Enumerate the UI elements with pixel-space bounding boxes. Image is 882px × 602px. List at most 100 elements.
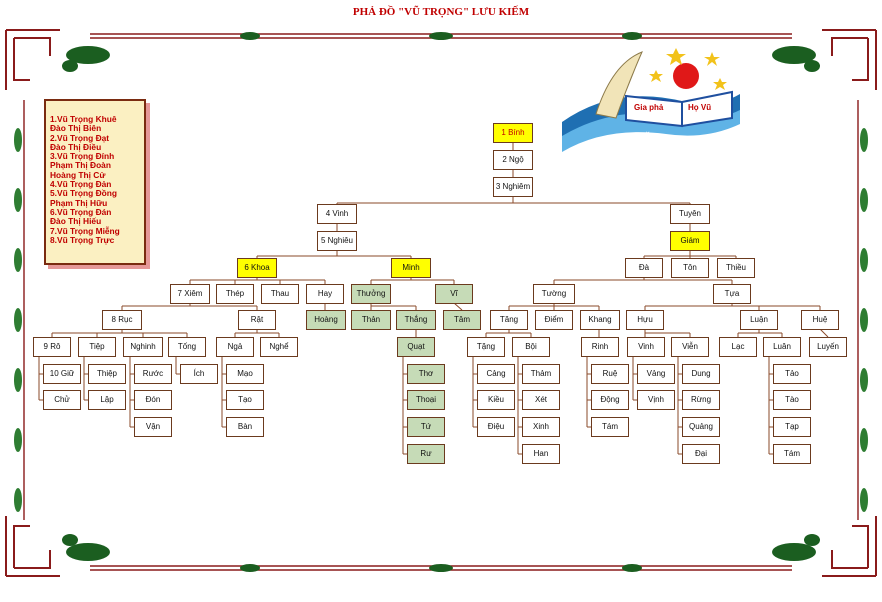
node-nghieu[interactable]: 5 Nghiêu	[317, 231, 357, 251]
node-dai[interactable]: Đại	[682, 444, 720, 464]
node-tap[interactable]: Tạp	[773, 417, 811, 437]
node-tang[interactable]: Tăng	[490, 310, 528, 330]
node-xinh[interactable]: Xinh	[522, 417, 560, 437]
node-tam-minh[interactable]: Tâm	[443, 310, 481, 330]
legend-line: Đào Thị Điều	[50, 141, 102, 152]
node-tang2[interactable]: Tặng	[467, 337, 505, 357]
node-tam-luan[interactable]: Tám	[773, 444, 811, 464]
node-quang[interactable]: Quảng	[682, 417, 720, 437]
node-dieu[interactable]: Điệu	[477, 417, 515, 437]
node-luan2[interactable]: Luân	[763, 337, 801, 357]
node-xiem[interactable]: 7 Xiêm	[170, 284, 210, 304]
node-thau[interactable]: Thau	[261, 284, 299, 304]
node-thuong[interactable]: Thưởng	[351, 284, 391, 304]
node-tao3[interactable]: Tào	[773, 390, 811, 410]
node-lac[interactable]: Lạc	[719, 337, 757, 357]
node-hoang[interactable]: Hoàng	[306, 310, 346, 330]
node-luyen[interactable]: Luyến	[809, 337, 847, 357]
legend-line: 8.Vũ Trọng Trực	[50, 234, 115, 245]
node-nghiem[interactable]: 3 Nghiêm	[493, 177, 533, 197]
node-tiep[interactable]: Tiệp	[78, 337, 116, 357]
legend-line: 2.Vũ Trọng Đạt	[50, 132, 110, 143]
node-ruc[interactable]: 8 Rục	[102, 310, 142, 330]
node-huu[interactable]: Hựu	[626, 310, 664, 330]
node-ich[interactable]: Ích	[180, 364, 218, 384]
node-nghinh[interactable]: Nghinh	[123, 337, 163, 357]
node-ton[interactable]: Tôn	[671, 258, 709, 278]
node-cang[interactable]: Cảng	[477, 364, 515, 384]
node-thiep[interactable]: Thiệp	[88, 364, 126, 384]
node-tu[interactable]: Tứ	[407, 417, 445, 437]
node-lap[interactable]: Lập	[88, 390, 126, 410]
node-tao2[interactable]: Tảo	[773, 364, 811, 384]
legend-line: Hoàng Thị Cử	[50, 169, 106, 180]
book-right-text: Họ Vũ	[688, 103, 711, 112]
page-title: PHẢ ĐỒ "VŨ TRỌNG" LƯU KIẾM	[352, 6, 530, 18]
node-vinh4[interactable]: 4 Vinh	[317, 204, 357, 224]
legend-line: 4.Vũ Trọng Đản	[50, 179, 112, 190]
node-nga[interactable]: Ngả	[216, 337, 254, 357]
node-vien[interactable]: Viễn	[671, 337, 709, 357]
node-rinh[interactable]: Rinh	[581, 337, 619, 357]
node-quat[interactable]: Quạt	[397, 337, 435, 357]
node-tham[interactable]: Thảm	[522, 364, 560, 384]
node-rue[interactable]: Ruệ	[591, 364, 629, 384]
node-don[interactable]: Đón	[134, 390, 172, 410]
node-diem[interactable]: Điểm	[535, 310, 573, 330]
node-ro[interactable]: 9 Rô	[33, 337, 71, 357]
legend-line: Đào Thị Biên	[50, 123, 102, 134]
node-luan[interactable]: Luận	[740, 310, 778, 330]
legend-line: Phạm Thị Đoàn	[50, 160, 111, 171]
legend-line: 5.Vũ Trọng Đồng	[50, 188, 117, 199]
node-thep[interactable]: Thép	[216, 284, 254, 304]
node-ru[interactable]: Rư	[407, 444, 445, 464]
node-tam-rinh[interactable]: Tám	[591, 417, 629, 437]
node-ban[interactable]: Bàn	[226, 417, 264, 437]
node-dong[interactable]: Động	[591, 390, 629, 410]
node-dung[interactable]: Dung	[682, 364, 720, 384]
legend-line: Đào Thị Hiếu	[50, 216, 102, 227]
legend-line: Phạm Thị Hữu	[50, 197, 108, 208]
node-binh[interactable]: 1 Bính	[493, 123, 533, 143]
ribbon-text: NĂM	[638, 132, 659, 142]
node-tua[interactable]: Tựa	[713, 284, 751, 304]
node-vang[interactable]: Vảng	[637, 364, 675, 384]
node-tao1[interactable]: Tạo	[226, 390, 264, 410]
node-hue[interactable]: Huệ	[801, 310, 839, 330]
node-vi[interactable]: Vĩ	[435, 284, 473, 304]
node-than[interactable]: Thản	[351, 310, 391, 330]
node-thieu[interactable]: Thiều	[717, 258, 755, 278]
node-da[interactable]: Đà	[625, 258, 663, 278]
node-giam[interactable]: Giám	[670, 231, 710, 251]
node-tuong[interactable]: Tường	[533, 284, 575, 304]
node-nghe[interactable]: Nghể	[260, 337, 298, 357]
node-khang[interactable]: Khang	[580, 310, 620, 330]
node-ruoc[interactable]: Rước	[134, 364, 172, 384]
node-rung[interactable]: Rừng	[682, 390, 720, 410]
legend-line: 6.Vũ Trọng Đán	[50, 206, 112, 217]
node-van[interactable]: Vận	[134, 417, 172, 437]
node-tong[interactable]: Tống	[168, 337, 206, 357]
legend-line: 7.Vũ Trọng Miễng	[50, 225, 120, 236]
node-han[interactable]: Han	[522, 444, 560, 464]
node-thang[interactable]: Thắng	[396, 310, 436, 330]
node-rat[interactable]: Rật	[238, 310, 276, 330]
family-book-logo: Gia phả Họ Vũ NĂM	[562, 48, 740, 152]
node-khoa[interactable]: 6 Khoa	[237, 258, 277, 278]
legend-box: 1.Vũ Trọng Khuê Đào Thị Biên 2.Vũ Trọng …	[44, 99, 146, 265]
node-thoai[interactable]: Thoại	[407, 390, 445, 410]
node-minh[interactable]: Minh	[391, 258, 431, 278]
node-xet[interactable]: Xét	[522, 390, 560, 410]
node-boi[interactable]: Bội	[512, 337, 550, 357]
node-mao[interactable]: Mạo	[226, 364, 264, 384]
node-vinh3[interactable]: Vịnh	[637, 390, 675, 410]
node-kieu[interactable]: Kiều	[477, 390, 515, 410]
node-ngo[interactable]: 2 Ngộ	[493, 150, 533, 170]
node-vinh2[interactable]: Vinh	[627, 337, 665, 357]
node-tho[interactable]: Thơ	[407, 364, 445, 384]
node-giu[interactable]: 10 Giữ	[43, 364, 81, 384]
node-hay[interactable]: Hay	[306, 284, 344, 304]
node-tuyen[interactable]: Tuyên	[670, 204, 710, 224]
node-chu[interactable]: Chử	[43, 390, 81, 410]
